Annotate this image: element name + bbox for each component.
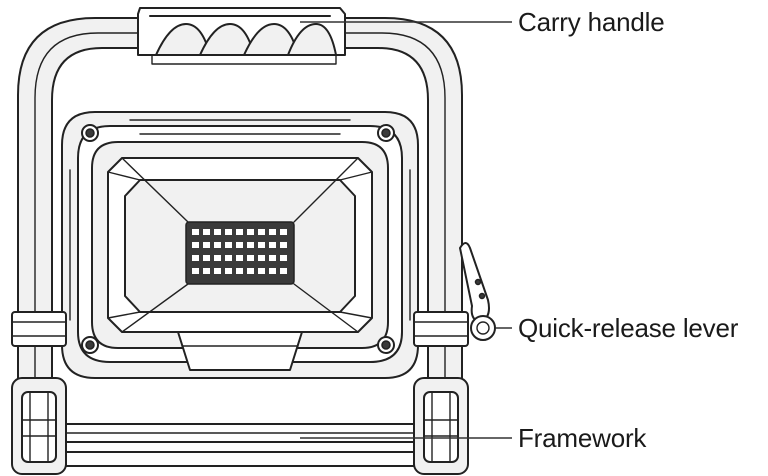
led-chip (236, 242, 243, 248)
led-chip (225, 242, 232, 248)
led-chip (225, 255, 232, 261)
led-chip (269, 242, 276, 248)
led-chip (236, 268, 243, 274)
led-chip (236, 229, 243, 235)
pivot-clamps (11, 311, 469, 347)
left-wheel (11, 377, 67, 475)
led-chip (247, 229, 254, 235)
framework-label: Framework (518, 423, 647, 453)
led-chip (280, 268, 287, 274)
led-chip (192, 268, 199, 274)
led-chip (280, 229, 287, 235)
led-chip (269, 268, 276, 274)
led-chip (247, 242, 254, 248)
led-chip (258, 229, 265, 235)
led-panel (185, 221, 295, 285)
led-chip (280, 255, 287, 261)
carry-handle-label: Carry handle (518, 7, 665, 37)
led-chip (258, 242, 265, 248)
corner-screws (81, 124, 395, 354)
right-wheel (413, 377, 469, 475)
led-chip (214, 229, 221, 235)
led-chip (280, 242, 287, 248)
led-chip (269, 255, 276, 261)
led-chip (225, 229, 232, 235)
led-chip (214, 242, 221, 248)
led-chip (247, 255, 254, 261)
led-chip (225, 268, 232, 274)
quick-release-lever-label: Quick-release lever (518, 313, 739, 343)
led-chip (258, 268, 265, 274)
led-chip (247, 268, 254, 274)
led-chip (214, 268, 221, 274)
led-chip (203, 255, 210, 261)
carry-handle (137, 7, 346, 65)
led-chip (236, 255, 243, 261)
quick-release-lever (459, 242, 496, 341)
led-chip (192, 229, 199, 235)
led-chip (203, 268, 210, 274)
led-chip (192, 255, 199, 261)
led-chip (203, 229, 210, 235)
led-chip (192, 242, 199, 248)
led-chip (258, 255, 265, 261)
led-chip (203, 242, 210, 248)
framework-bar (65, 423, 415, 467)
led-chip (269, 229, 276, 235)
led-chip (214, 255, 221, 261)
